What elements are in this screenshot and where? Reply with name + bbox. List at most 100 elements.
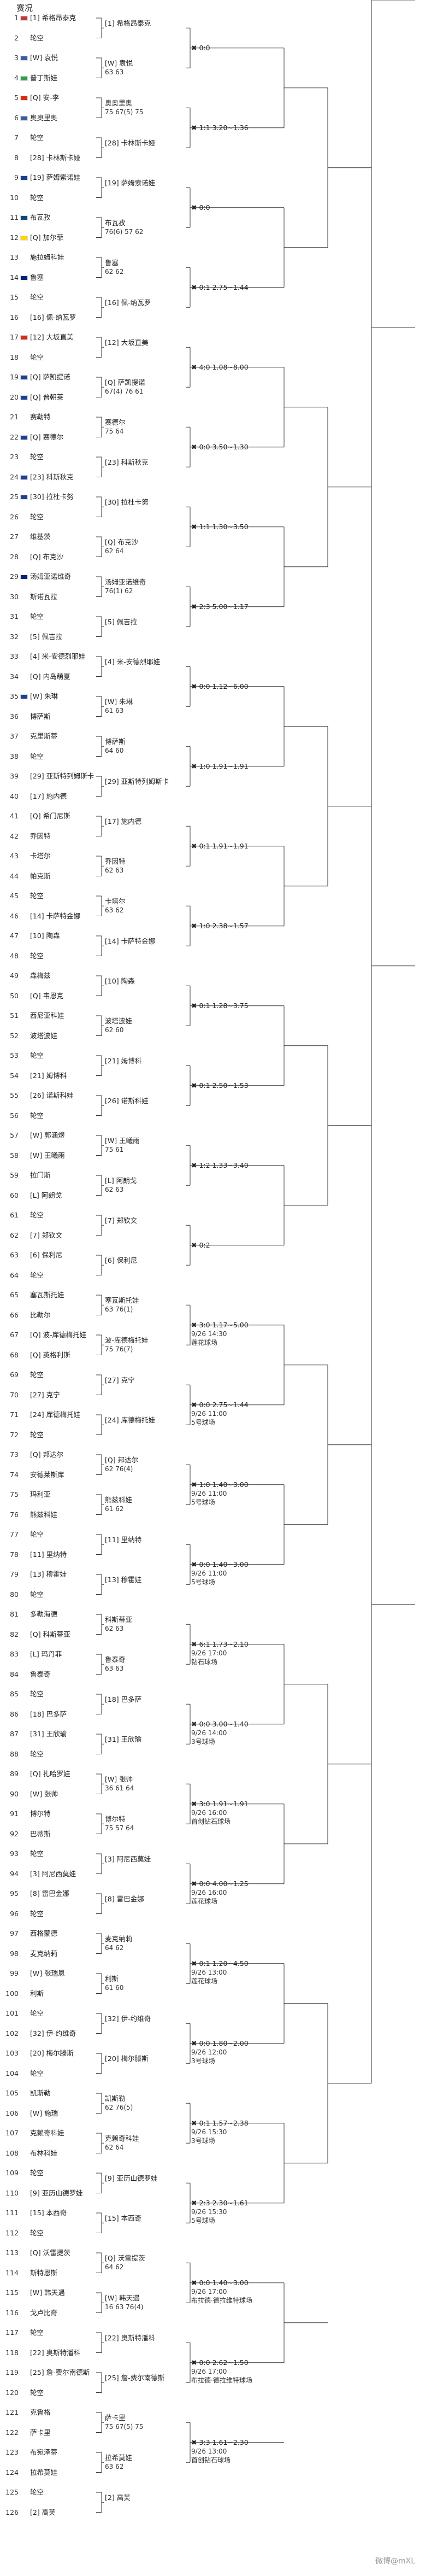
player-row[interactable]: 35[W] 朱琳: [4, 690, 96, 702]
second-round-slot[interactable]: [16] 佩-纳瓦罗: [105, 298, 236, 307]
player-row[interactable]: 8[28] 卡林斯卡娅: [4, 152, 96, 164]
player-row[interactable]: 79[13] 穆霍娃: [4, 1568, 96, 1580]
player-row[interactable]: 34[Q] 内岛萌夏: [4, 671, 96, 683]
player-row[interactable]: 70[27] 克宁: [4, 1389, 96, 1401]
player-row[interactable]: 118[22] 奥斯特潘科: [4, 2347, 96, 2359]
player-row[interactable]: 20[Q] 普朝莱: [4, 391, 96, 403]
player-row[interactable]: 57[W] 郭涵煜: [4, 1129, 96, 1141]
player-row[interactable]: 115[W] 韩天遇: [4, 2287, 96, 2299]
player-row[interactable]: 78[11] 里纳特: [4, 1549, 96, 1561]
player-row[interactable]: 33[4] 米-安德烈耶娃: [4, 651, 96, 663]
player-row[interactable]: 73[Q] 邦达尔: [4, 1449, 96, 1461]
player-row[interactable]: 41[Q] 希门尼斯: [4, 810, 96, 822]
second-round-slot[interactable]: [14] 卡萨特金娜: [105, 937, 236, 946]
second-round-slot[interactable]: [8] 雷巴金娜: [105, 1895, 236, 1904]
second-round-slot[interactable]: [27] 克宁: [105, 1376, 236, 1385]
player-row[interactable]: 119[25] 詹-费尔南德斯: [4, 2367, 96, 2379]
player-row[interactable]: 9[19] 萨姆索诺娃: [4, 172, 96, 184]
player-row[interactable]: 25[30] 拉杜卡努: [4, 491, 96, 503]
second-round-slot[interactable]: [21] 姆博科: [105, 1057, 236, 1065]
second-round-slot[interactable]: [19] 萨姆索诺娃: [105, 179, 236, 188]
second-round-slot[interactable]: [10] 陶森: [105, 977, 236, 986]
second-round-slot[interactable]: [2] 高芙: [105, 2493, 236, 2502]
second-round-slot[interactable]: [6] 保利尼: [105, 1256, 236, 1265]
second-round-slot[interactable]: [18] 巴多萨: [105, 1695, 236, 1704]
second-round-slot[interactable]: [30] 拉杜卡努: [105, 498, 236, 507]
player-row[interactable]: 90[W] 张帅: [4, 1788, 96, 1800]
second-round-slot[interactable]: [29] 亚斯特列姆斯卡: [105, 777, 236, 786]
player-row[interactable]: 94[3] 阿尼西莫娃: [4, 1868, 96, 1880]
player-row[interactable]: 58[W] 王曦雨: [4, 1150, 96, 1162]
player-row[interactable]: 99[W] 张瑞恩: [4, 1968, 96, 1980]
player-row[interactable]: 3[W] 袁悦: [4, 52, 96, 64]
player-row[interactable]: 111[15] 本西奇: [4, 2207, 96, 2219]
player-row[interactable]: 17[12] 大坂直美: [4, 331, 96, 343]
player-row[interactable]: 50[Q] 韦恩克: [4, 990, 96, 1002]
second-round-slot[interactable]: [15] 本西奇: [105, 2214, 236, 2223]
second-round-slot[interactable]: [5] 佩吉拉: [105, 618, 236, 627]
second-round-slot[interactable]: [17] 施内德: [105, 817, 236, 826]
player-row[interactable]: 82[Q] 科斯蒂亚: [4, 1629, 96, 1641]
player-row[interactable]: 87[31] 王欣瑜: [4, 1728, 96, 1740]
second-round-slot[interactable]: [7] 郑钦文: [105, 1216, 236, 1225]
second-round-slot[interactable]: [24] 库德梅托娃: [105, 1416, 236, 1425]
player-row[interactable]: 19[Q] 萨凯提诺: [4, 371, 96, 383]
second-round-slot[interactable]: [25] 詹-费尔南德斯: [105, 2374, 236, 2382]
